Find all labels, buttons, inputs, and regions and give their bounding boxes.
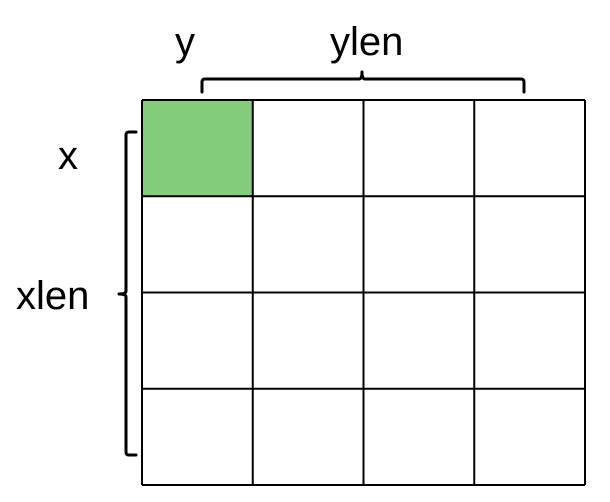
ylen-label: ylen [330, 20, 404, 64]
y-label: y [175, 20, 195, 64]
grid-cell [142, 292, 253, 389]
grid-cell [474, 100, 585, 197]
grid-lines [141, 99, 586, 486]
grid-cell [363, 196, 475, 293]
xlen-label: xlen [16, 274, 90, 318]
highlighted-cell [142, 100, 253, 197]
grid-cell [252, 388, 364, 485]
grid-cell [142, 388, 253, 485]
grid-cell [363, 292, 475, 389]
grid-cell [252, 100, 364, 197]
grid-cell [142, 196, 253, 293]
grid-cell [252, 196, 364, 293]
grid-cell [474, 388, 585, 485]
x-label: x [58, 134, 78, 178]
xlen-brace [117, 130, 138, 457]
grid-cell [474, 196, 585, 293]
grid-cell [474, 292, 585, 389]
grid-cell [363, 388, 475, 485]
ylen-brace [200, 70, 526, 94]
grid-cells [142, 100, 585, 485]
grid-cell [363, 100, 475, 197]
grid-cell [252, 292, 364, 389]
